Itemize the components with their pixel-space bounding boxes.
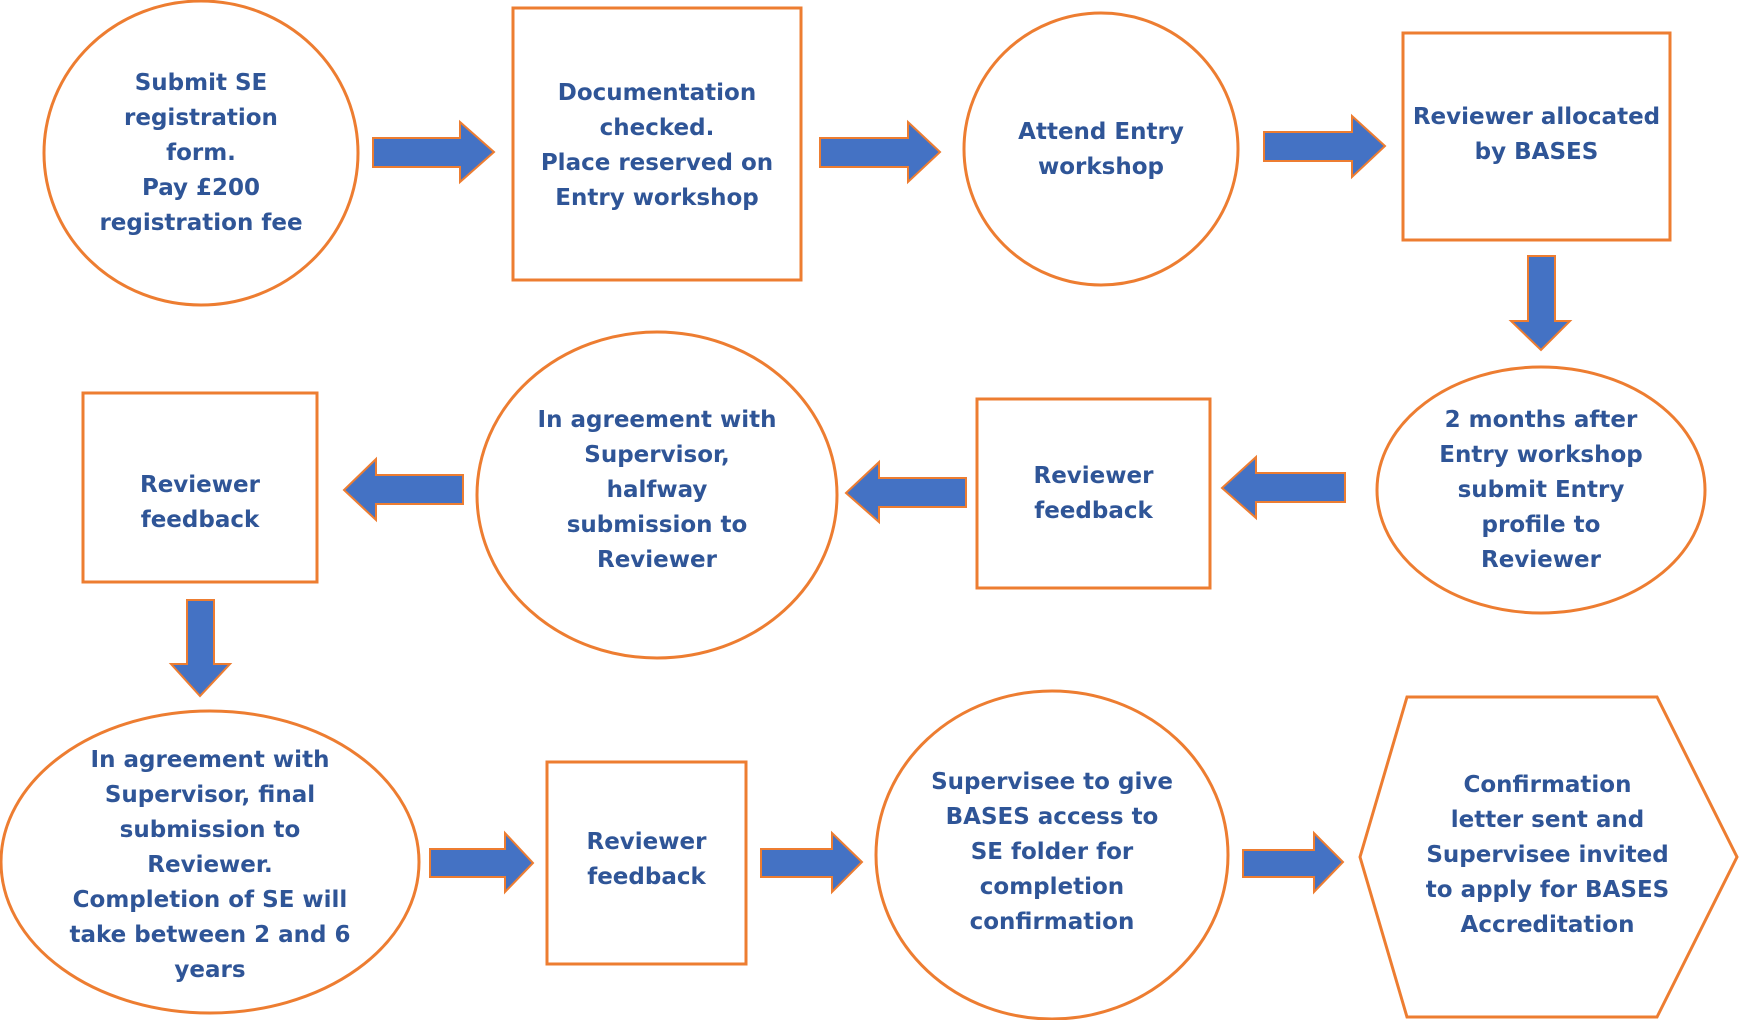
step-submit-registration-shape — [42, 0, 360, 307]
step-halfway-submission-shape — [475, 330, 839, 660]
step-give-bases-access-label: Supervisee to give BASES access to SE fo… — [931, 768, 1173, 935]
arrow-left-3 — [342, 456, 464, 523]
step-reviewer-feedback-1-shape — [975, 397, 1212, 590]
step-confirmation-letter-label: Confirmation letter sent and Supervisee … — [1425, 771, 1670, 938]
step-halfway-submission-label: In agreement with Supervisor, halfway su… — [537, 406, 777, 573]
step-reviewer-feedback-3-shape — [545, 760, 748, 966]
step-attend-entry-workshop-shape — [962, 11, 1240, 287]
arrow-right-6 — [1242, 830, 1345, 895]
arrow-down-1 — [1508, 255, 1573, 352]
step-submit-registration-label: Submit SE registration form. Pay £200 re… — [99, 69, 303, 236]
step-submit-entry-profile-label: 2 months after Entry workshop submit Ent… — [1439, 406, 1643, 573]
step-final-submission-shape — [0, 709, 421, 1015]
arrow-left-2 — [844, 459, 967, 525]
step-reviewer-feedback-2-shape — [81, 391, 319, 584]
step-reviewer-feedback-1-label: Reviewer feedback — [1033, 463, 1154, 524]
step-confirmation-letter-shape — [1358, 695, 1739, 1019]
step-final-submission-label: In agreement with Supervisor, final subm… — [69, 746, 351, 983]
step-reviewer-feedback-3-label: Reviewer feedback — [586, 829, 707, 890]
arrow-left-1 — [1220, 454, 1346, 521]
arrow-right-4 — [429, 830, 535, 895]
step-reviewer-allocated-shape — [1401, 31, 1672, 242]
step-submit-entry-profile-shape — [1375, 365, 1707, 615]
arrow-right-3 — [1263, 113, 1387, 180]
step-documentation-checked-label: Documentation checked. Place reserved on… — [540, 80, 774, 211]
step-reviewer-feedback-2-label: Reviewer feedback — [140, 472, 260, 533]
arrow-right-1 — [372, 119, 496, 185]
arrow-down-2 — [168, 599, 233, 698]
arrow-right-2 — [819, 119, 942, 185]
step-attend-entry-workshop-label: Attend Entry workshop — [1018, 119, 1184, 180]
step-documentation-checked-shape — [511, 6, 803, 282]
step-reviewer-allocated-label: Reviewer allocated by BASES — [1412, 104, 1661, 165]
step-give-bases-access-shape — [874, 689, 1230, 1020]
arrow-right-5 — [760, 830, 864, 895]
